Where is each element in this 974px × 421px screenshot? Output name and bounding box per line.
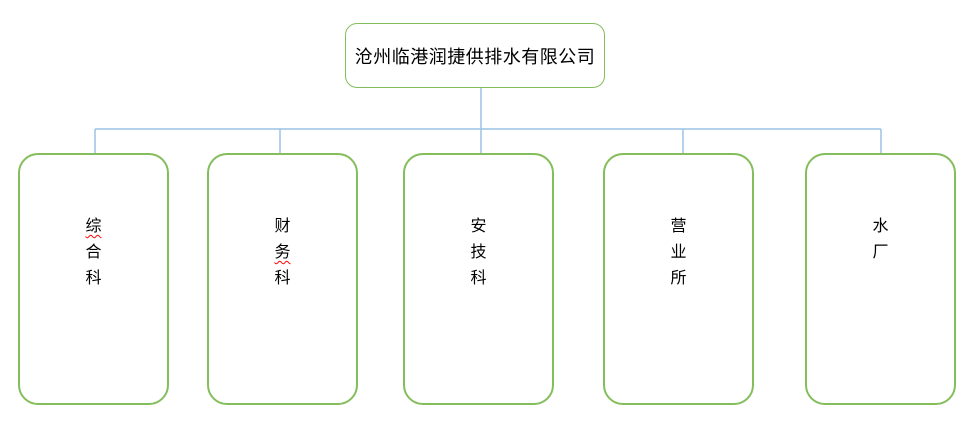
org-root-label: 沧州临港润捷供排水有限公司 [354, 46, 596, 68]
node-label-char: 业 [670, 242, 687, 261]
org-child-node-zonghe: 综合科 [18, 153, 169, 405]
node-label-char: 厂 [872, 242, 889, 261]
node-label-char: 所 [670, 268, 687, 287]
node-label: 水厂 [807, 155, 954, 265]
node-label-char: 安 [470, 216, 487, 235]
node-label: 安技科 [405, 155, 552, 291]
node-label: 营业所 [605, 155, 752, 291]
node-label-char: 技 [470, 242, 487, 261]
node-label-char: 水 [872, 216, 889, 235]
node-label-char: 合 [85, 242, 102, 261]
node-label-char: 务 [274, 242, 291, 261]
node-label: 综合科 [20, 155, 167, 291]
node-label-char: 科 [470, 268, 487, 287]
org-root-node: 沧州临港润捷供排水有限公司 [345, 23, 605, 88]
node-label-char: 科 [274, 268, 291, 287]
node-label-char: 科 [85, 268, 102, 287]
org-child-node-anji: 安技科 [403, 153, 554, 405]
node-label-char: 综 [85, 216, 102, 235]
node-label-char: 财 [274, 216, 291, 235]
org-child-node-shuichang: 水厂 [805, 153, 956, 405]
node-label-char: 营 [670, 216, 687, 235]
node-label: 财务科 [209, 155, 356, 291]
org-child-node-caiwu: 财务科 [207, 153, 358, 405]
org-child-node-yingye: 营业所 [603, 153, 754, 405]
